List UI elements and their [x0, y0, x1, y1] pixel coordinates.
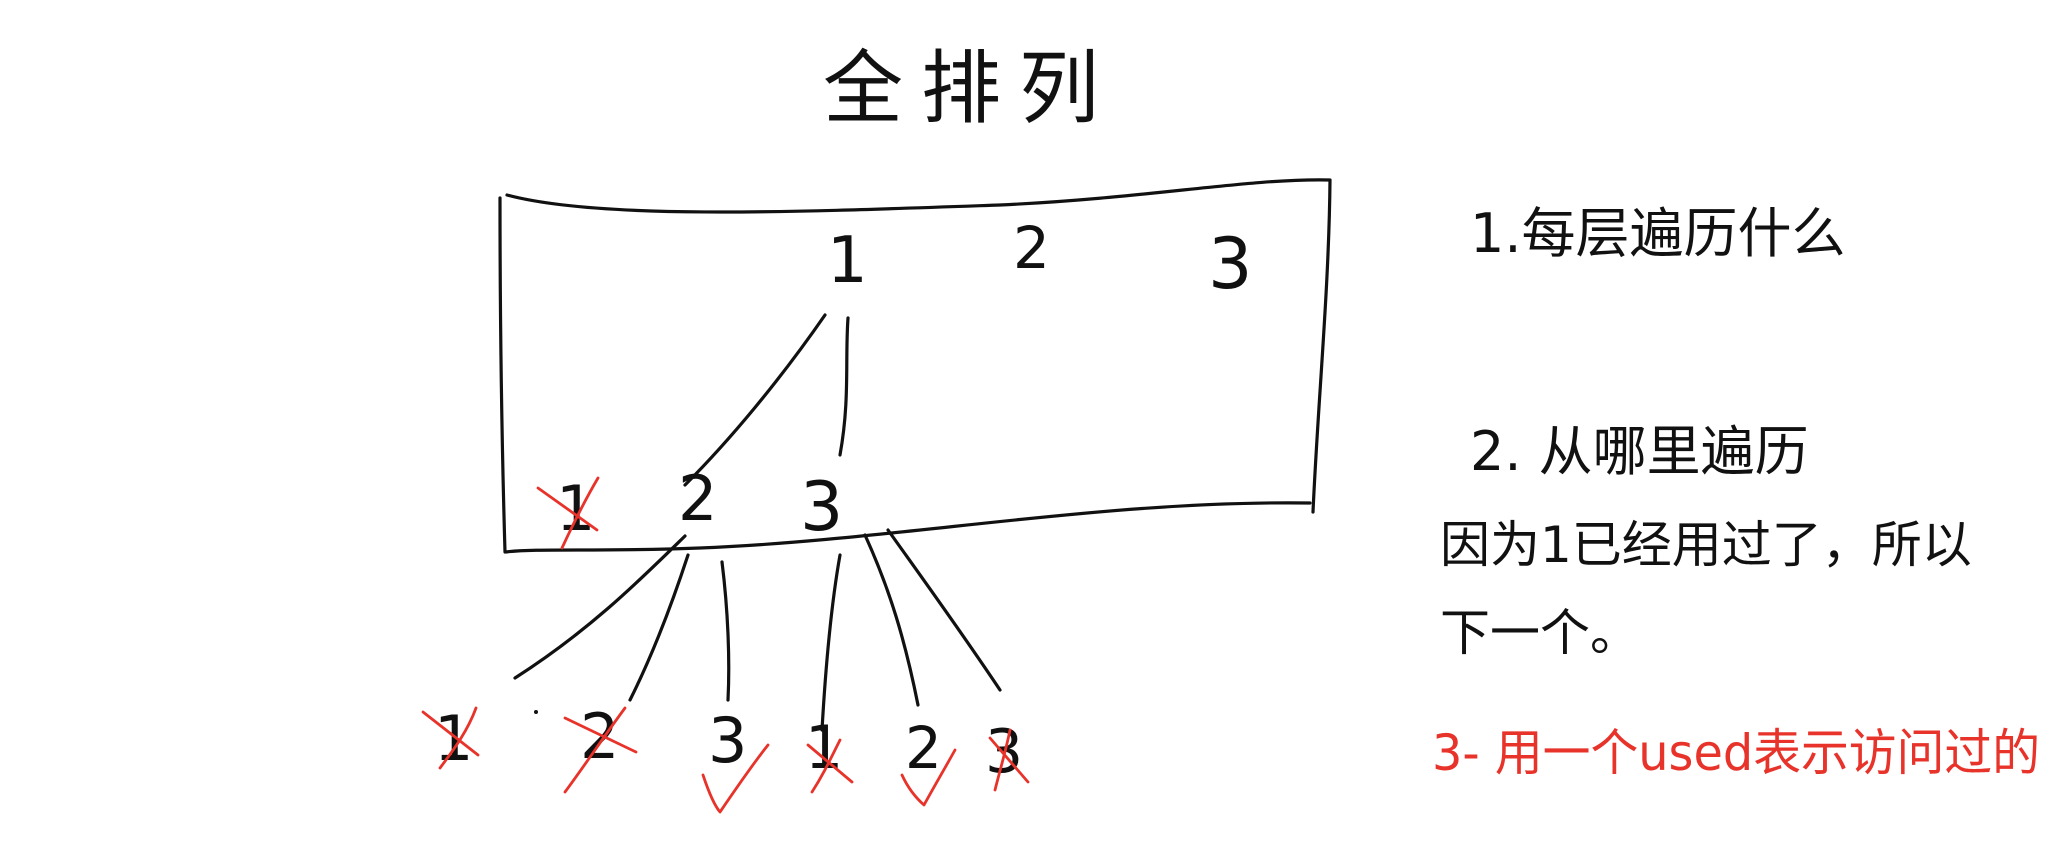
branch-2-to-1 [513, 534, 687, 680]
note-2-line-3: 下一个。 [1440, 604, 1640, 662]
branch-3-to-1 [820, 553, 842, 732]
note-3: 3- 用一个used表示访问过的 [1432, 724, 2040, 782]
note-2-line-1: 2. 从哪里遍历 [1470, 420, 1809, 483]
branch-3-to-3 [886, 528, 1002, 692]
root-branches [683, 313, 850, 487]
level3-right-cross-3 [988, 728, 1030, 792]
diagram-title: 全排列 [823, 42, 1117, 135]
level2-cross-mark [536, 476, 600, 550]
branch-2-to-3 [720, 560, 731, 702]
level3-right-row: 1 2 3 [805, 713, 1030, 807]
level3-left-cross-1 [421, 706, 480, 770]
level3-left-digit-3: 3 [708, 704, 747, 777]
level3-left-row: 1 2 3 [421, 700, 770, 814]
branch-3-to-2 [863, 533, 920, 707]
level3-left-digit-1: 1 [434, 702, 473, 775]
root-digit-3: 3 [1208, 223, 1253, 305]
branch-root-to-2 [683, 313, 827, 487]
level3-left-check [701, 743, 770, 814]
level2-digit-3: 3 [800, 468, 843, 547]
notes: 1.每层遍历什么 2. 从哪里遍历 因为1已经用过了，所以 下一个。 3- 用一… [1432, 202, 2040, 782]
level2-3-branches [820, 528, 1002, 732]
branch-2-to-2 [628, 553, 690, 702]
root-digit-1: 1 [827, 224, 868, 298]
stray-dot [534, 710, 538, 714]
branch-root-to-3 [838, 316, 850, 457]
level3-right-digit-2: 2 [905, 714, 942, 782]
level2-digit-2: 2 [678, 462, 717, 535]
root-row: 1 2 3 [827, 214, 1253, 305]
note-1: 1.每层遍历什么 [1470, 202, 1846, 265]
level2-digit-1: 1 [556, 472, 595, 545]
level3-right-cross-1 [806, 738, 854, 794]
note-2-line-2: 因为1已经用过了，所以 [1440, 516, 1972, 574]
level3-left-cross-2 [563, 706, 638, 794]
root-digit-2: 2 [1013, 214, 1050, 282]
frame-box [498, 178, 1332, 554]
level2-2-branches [513, 534, 731, 702]
level3-right-check [900, 748, 957, 807]
level2-row: 1 2 3 [536, 462, 843, 550]
